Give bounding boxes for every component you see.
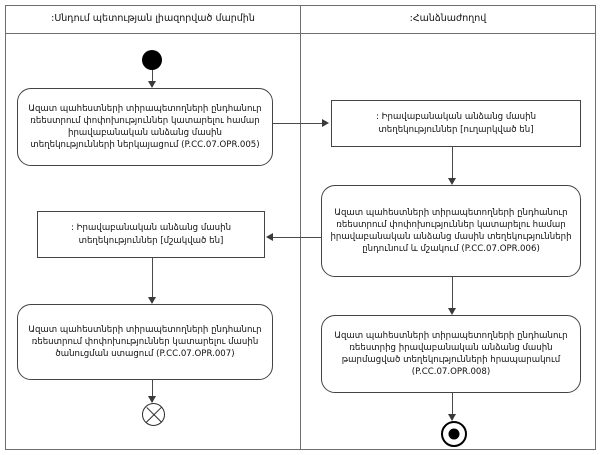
edge-right-action2-to-final — [452, 393, 453, 420]
arrowhead-right-action2-to-final — [448, 414, 456, 421]
left-action-prepare-submission[interactable]: Ազատ պահեստների տիրապետողների ընդհանուր … — [17, 88, 273, 166]
edge-right-object-to-action1 — [452, 147, 453, 179]
right-lane-header: :Հանձնաժողով — [409, 13, 487, 25]
left-action-receive-notification[interactable]: Ազատ պահեստների տիրապետողների ընդհանուր … — [17, 304, 273, 380]
flow-final-node — [142, 403, 165, 426]
edge-initial-to-action1 — [152, 70, 153, 82]
edge-left-object-to-action2 — [152, 258, 153, 298]
initial-node — [142, 50, 162, 70]
left-lane-header-rule — [5, 33, 301, 34]
left-lane-header: :Սնդում պետության լիազորված մարմին — [51, 13, 255, 25]
right-action-receive-and-process[interactable]: Ազատ պահեստների տիրապետողների ընդհանուր … — [321, 185, 581, 277]
edge-right-action1-to-left-object — [273, 237, 323, 238]
edge-left-action2-to-final — [152, 380, 153, 402]
arrowhead-right-action1-to-action2 — [448, 308, 456, 315]
arrowhead-to-left-object — [266, 233, 273, 241]
arrowhead-left-action2-to-final — [148, 396, 156, 403]
right-object-node-sent[interactable]: : Իրավաբանական անձանց մասին տեղեկություն… — [331, 100, 581, 147]
right-action-publish-updated-info[interactable]: Ազատ պահեստների տիրապետողների ընդհանուր … — [321, 315, 581, 393]
activity-final-node — [441, 421, 467, 447]
edge-left-action1-to-right-object — [273, 123, 323, 124]
arrowhead-initial-to-action1 — [148, 81, 156, 88]
arrowhead-left-object-to-action2 — [148, 297, 156, 304]
arrowhead-right-object-to-action1 — [448, 178, 456, 185]
edge-right-action1-to-action2 — [452, 277, 453, 309]
swimlane-divider — [300, 5, 301, 450]
right-lane-header-rule — [300, 33, 596, 34]
arrowhead-to-right-object — [322, 119, 329, 127]
left-object-node-processed[interactable]: : Իրավաբանական անձանց մասին տեղեկություն… — [37, 211, 265, 258]
